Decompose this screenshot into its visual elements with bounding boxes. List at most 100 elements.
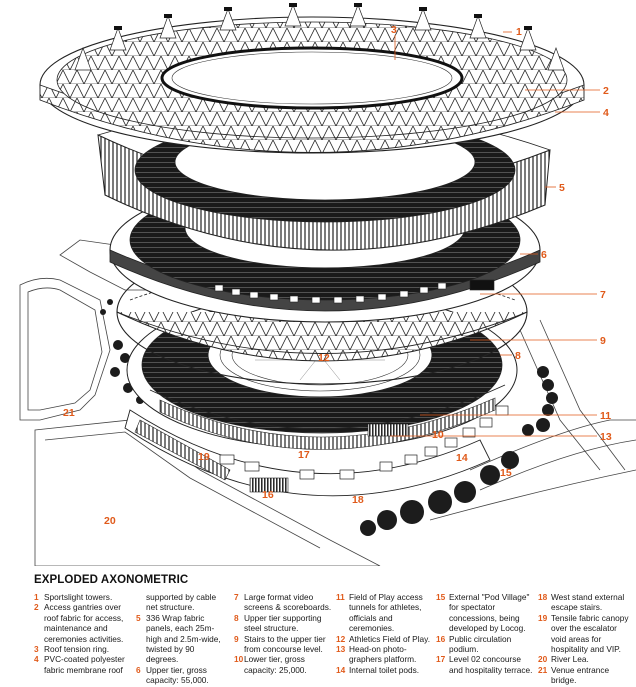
callout-13: 13 [600, 431, 612, 443]
legend-item-text: Public circulation podium. [449, 633, 512, 655]
roof-structure [39, 3, 585, 154]
callout-9: 9 [600, 335, 606, 347]
legend-item-number: 19 [538, 612, 548, 623]
legend-item-text: 336 Wrap fabric panels, each 25m-high an… [146, 612, 221, 665]
trees [100, 299, 558, 536]
legend-item-text: Level 02 concourse and hospitality terra… [449, 654, 533, 675]
callout-3: 3 [391, 24, 397, 36]
callout-numbers: 1 2 3 4 5 6 7 8 9 10 11 12 13 14 15 16 1… [63, 24, 612, 527]
legend-item-number: 18 [538, 592, 548, 602]
leader-lines [390, 31, 600, 437]
legend-item-number: 11 [336, 592, 345, 602]
legend-item-text: Access gantries over roof fabric for acc… [44, 602, 124, 644]
callout-6: 6 [541, 249, 547, 261]
legend-item: supported by cable net structure. [136, 592, 228, 613]
legend-item-number: 20 [538, 654, 548, 665]
legend-item-text: Stairs to the upper tier from concourse … [244, 633, 326, 655]
legend-item: 5 336 Wrap fabric panels, each 25m-high a… [136, 613, 228, 665]
callout-4: 4 [603, 107, 609, 119]
legend-item: 7 Large format video screens & scoreboard… [234, 592, 332, 613]
callout-21: 21 [63, 407, 75, 419]
legend-title: EXPLODED AXONOMETRIC [34, 574, 189, 586]
legend-item-text: Lower tier, gross capacity: 25,000. [244, 654, 307, 675]
legend-item-number: 16 [436, 633, 446, 644]
legend-item-number: 21 [538, 664, 548, 675]
legend-item-number: 2 [34, 602, 39, 613]
legend-item: 3 Roof tension ring. [34, 644, 130, 654]
legend-item-text: Sportslight towers. [44, 592, 113, 602]
callout-1: 1 [516, 26, 522, 38]
legend-item-number: 1 [34, 592, 39, 602]
legend-item-number: 14 [336, 664, 346, 675]
legend-item-text: Large format video screens & scoreboards… [244, 592, 332, 613]
callout-16: 16 [262, 489, 274, 501]
legend-column-3: 7 Large format video screens & scoreboard… [234, 592, 332, 675]
legend-item-number: 15 [436, 592, 446, 602]
stadium-exploded-svg: 1 2 3 4 5 6 7 8 9 10 11 12 13 14 15 16 1… [19, 3, 636, 566]
legend-column-1: 1 Sportslight towers. 2 Access gantries ov… [34, 592, 130, 675]
callout-7: 7 [600, 289, 606, 301]
legend-item-text: Venue entrance bridge. [551, 664, 610, 686]
callout-12: 12 [318, 352, 330, 364]
callout-2: 2 [603, 85, 609, 97]
legend-item-text: Internal toilet pods. [349, 664, 420, 675]
callout-18: 18 [352, 494, 364, 506]
callout-8: 8 [515, 350, 521, 362]
callout-15: 15 [500, 467, 512, 479]
legend-item-number: 9 [234, 633, 239, 644]
legend-item: 11 Field of Play access tunnels for athle… [336, 592, 432, 634]
legend-item-text: supported by cable net structure. [146, 592, 217, 613]
legend-item-number: 6 [136, 664, 141, 675]
legend-item-number: 8 [234, 612, 239, 623]
axonometric-drawing: 1 2 3 4 5 6 7 8 9 10 11 12 13 14 15 16 1… [19, 3, 636, 566]
callout-17: 17 [298, 449, 310, 461]
callout-14: 14 [456, 452, 468, 464]
legend-item-number: 12 [336, 633, 346, 644]
legend-item-text: Upper tier supporting steel structure. [244, 612, 322, 634]
legend-item-text: West stand external escape stairs. [551, 592, 625, 613]
legend-item-text: External "Pod Village" for spectator con… [449, 592, 530, 634]
legend-item-number: 17 [436, 654, 446, 665]
legend-item: 1 Sportslight towers. [34, 592, 130, 602]
legend-item-text: Tensile fabric canopy over the escalator… [551, 612, 629, 655]
podium-level [124, 405, 509, 497]
legend: EXPLODED AXONOMETRIC 1 Sportslight towers… [0, 566, 636, 687]
legend-item-text: PVC-coated polyester fabric membrane roo… [44, 654, 125, 675]
legend-item-text: Upper tier, gross capacity: 55,000. [146, 664, 209, 686]
legend-item-text: Athletics Field of Play. [349, 633, 431, 644]
legend-column-4: 11 Field of Play access tunnels for athle… [336, 592, 432, 675]
legend-item-number: 13 [336, 644, 346, 655]
legend-item: 4 PVC-coated polyester fabric membrane ro… [34, 654, 130, 675]
callout-20: 20 [104, 515, 116, 527]
callout-5: 5 [559, 182, 565, 194]
callout-19: 19 [198, 451, 210, 463]
legend-item-number: 4 [34, 654, 39, 665]
legend-item-text: Head-on photo-graphers platform. [349, 644, 417, 665]
legend-item-text: River Lea. [551, 654, 589, 665]
legend-column-2: supported by cable net structure. 5 336 W… [136, 592, 228, 686]
legend-item-text: Roof tension ring. [44, 644, 110, 655]
callout-11: 11 [600, 410, 611, 422]
legend-item-number: 5 [136, 612, 141, 623]
legend-item: 6 Upper tier, gross capacity: 55,000. [136, 665, 228, 686]
legend-item-number: 3 [34, 644, 39, 655]
legend-item-text: Field of Play access tunnels for athlete… [349, 592, 423, 634]
legend-item: 8 Upper tier supporting steel structure. [234, 613, 332, 634]
legend-item: 9 Stairs to the upper tier from concourse… [234, 634, 332, 655]
callout-10: 10 [432, 429, 444, 441]
legend-item-number: 7 [234, 592, 239, 602]
legend-item: 2 Access gantries over roof fabric for ac… [34, 602, 130, 644]
